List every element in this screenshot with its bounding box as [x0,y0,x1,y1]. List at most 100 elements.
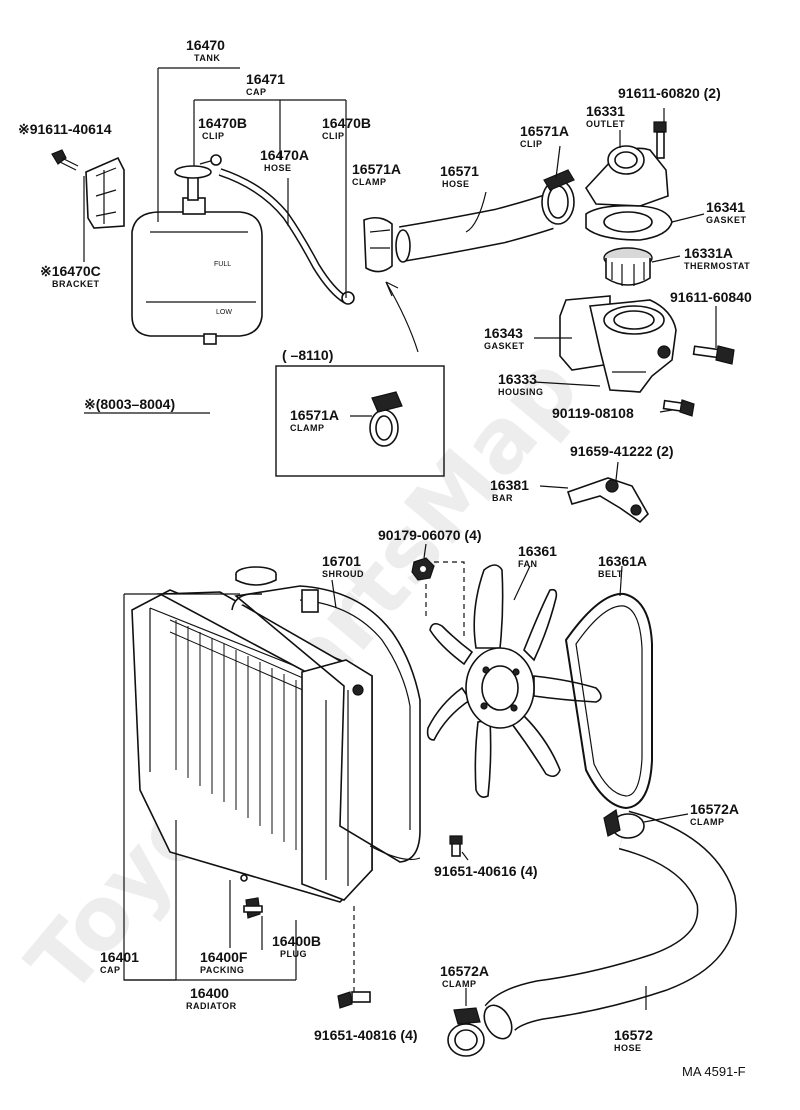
bar-16381 [566,477,649,524]
lower-hose [483,810,737,1040]
svg-text:FAN: FAN [518,559,538,569]
svg-text:16471: 16471 [246,71,285,87]
svg-text:TANK: TANK [194,53,220,63]
svg-text:HOSE: HOSE [264,163,292,173]
label-16470b-left: 16470B CLIP [198,115,247,141]
label-inset-range: ( –8110) [282,347,333,363]
label-91611-60840: 91611-60840 [670,289,752,305]
radiator-cap-16401 [235,566,277,586]
label-91659-41222: 91659-41222 (2) [570,443,674,459]
svg-text:16331A: 16331A [684,245,733,261]
clip-16571a-right [541,169,575,225]
svg-text:16341: 16341 [706,199,745,215]
label-16470b-right: 16470B CLIP [322,115,371,141]
svg-text:CLAMP: CLAMP [690,817,725,827]
svg-text:16470B: 16470B [198,115,247,131]
label-91651-40816: 91651-40816 (4) [314,1027,418,1043]
svg-text:SHROUD: SHROUD [322,569,364,579]
label-16470c: ※16470C BRACKET [40,263,101,289]
gasket-16341 [585,204,673,241]
label-91651-40616: 91651-40616 (4) [434,863,538,879]
bolt-91651-40816 [337,991,371,1009]
tank-cap [174,159,215,215]
svg-text:※91611-40614: ※91611-40614 [18,121,112,137]
label-date-range: ※(8003–8004) [84,396,175,412]
svg-text:90179-06070 (4): 90179-06070 (4) [378,527,482,543]
label-16333: 16333 HOUSING [498,371,544,397]
hose-clip-left [210,154,222,166]
bolt-91611-60820 [653,121,667,159]
svg-text:16401: 16401 [100,949,139,965]
svg-text:PACKING: PACKING [200,965,244,975]
svg-text:CLAMP: CLAMP [290,423,325,433]
svg-text:GASKET: GASKET [484,341,525,351]
reservoir-tank: FULL LOW [131,211,263,345]
label-16400b: 16400B PLUG [272,933,321,959]
label-16400f: 16400F PACKING [200,949,248,975]
label-16572: 16572 HOSE [614,1027,653,1053]
svg-text:16571A: 16571A [290,407,339,423]
svg-text:( –8110): ( –8110) [282,347,333,363]
radiator-fins [169,619,313,858]
svg-text:16701: 16701 [322,553,361,569]
label-16572a-bottom: 16572A CLAMP [440,963,489,989]
inset-box [275,365,445,477]
svg-text:OUTLET: OUTLET [586,119,625,129]
thermostat [603,247,653,286]
label-16571a-inset: 16571A CLAMP [290,407,339,433]
label-90179-06070: 90179-06070 (4) [378,527,482,543]
label-16571: 16571 HOSE [440,163,479,189]
clamp-16571a-inset [369,391,403,447]
svg-text:16572A: 16572A [690,801,739,817]
svg-text:BELT: BELT [598,569,623,579]
svg-text:90119-08108: 90119-08108 [552,405,634,421]
svg-text:CLIP: CLIP [520,139,543,149]
label-16471: 16471 CAP [246,71,285,97]
svg-text:16572: 16572 [614,1027,653,1043]
clamp-16571a-left [363,216,393,273]
svg-text:CLIP: CLIP [322,131,345,141]
svg-text:CAP: CAP [100,965,121,975]
svg-text:91659-41222 (2): 91659-41222 (2) [570,443,674,459]
svg-text:91611-60820 (2): 91611-60820 (2) [618,85,721,101]
label-16572a-right: 16572A CLAMP [690,801,739,827]
svg-text:16361A: 16361A [598,553,647,569]
svg-text:16470: 16470 [186,37,225,53]
nut-90179-06070 [411,557,435,581]
radiator [131,589,373,903]
drawing-code: MA 4591-F [682,1064,746,1079]
svg-text:HOUSING: HOUSING [498,387,544,397]
label-16361a: 16361A BELT [598,553,647,579]
packing-16400f [240,874,248,882]
bolt-90119-08108 [662,399,695,417]
svg-text:THERMOSTAT: THERMOSTAT [684,261,750,271]
svg-text:16571A: 16571A [352,161,401,177]
svg-text:16381: 16381 [490,477,529,493]
svg-text:16400: 16400 [190,985,229,1001]
label-16343: 16343 GASKET [484,325,525,351]
svg-text:PLUG: PLUG [280,949,307,959]
label-16400: 16400 RADIATOR [186,985,236,1011]
svg-text:HOSE: HOSE [442,179,470,189]
svg-text:CLAMP: CLAMP [442,979,477,989]
tank-bracket [85,156,125,229]
water-outlet [584,145,669,207]
clamp-16572a-bottom [447,1007,485,1057]
svg-text:16470B: 16470B [322,115,371,131]
svg-text:16400F: 16400F [200,949,248,965]
svg-text:16572A: 16572A [440,963,489,979]
svg-text:16571: 16571 [440,163,479,179]
tank-low-mark: LOW [216,309,232,316]
bolt-91651-40616 [449,835,463,857]
svg-text:※16470C: ※16470C [40,263,101,279]
svg-text:16571A: 16571A [520,123,569,139]
svg-text:BAR: BAR [492,493,513,503]
thermostat-housing [589,299,677,393]
label-16470a: 16470A HOSE [260,147,309,173]
svg-text:16331: 16331 [586,103,625,119]
svg-text:91611-60840: 91611-60840 [670,289,752,305]
upper-hose [395,194,554,263]
svg-text:CAP: CAP [246,87,267,97]
svg-text:16361: 16361 [518,543,557,559]
